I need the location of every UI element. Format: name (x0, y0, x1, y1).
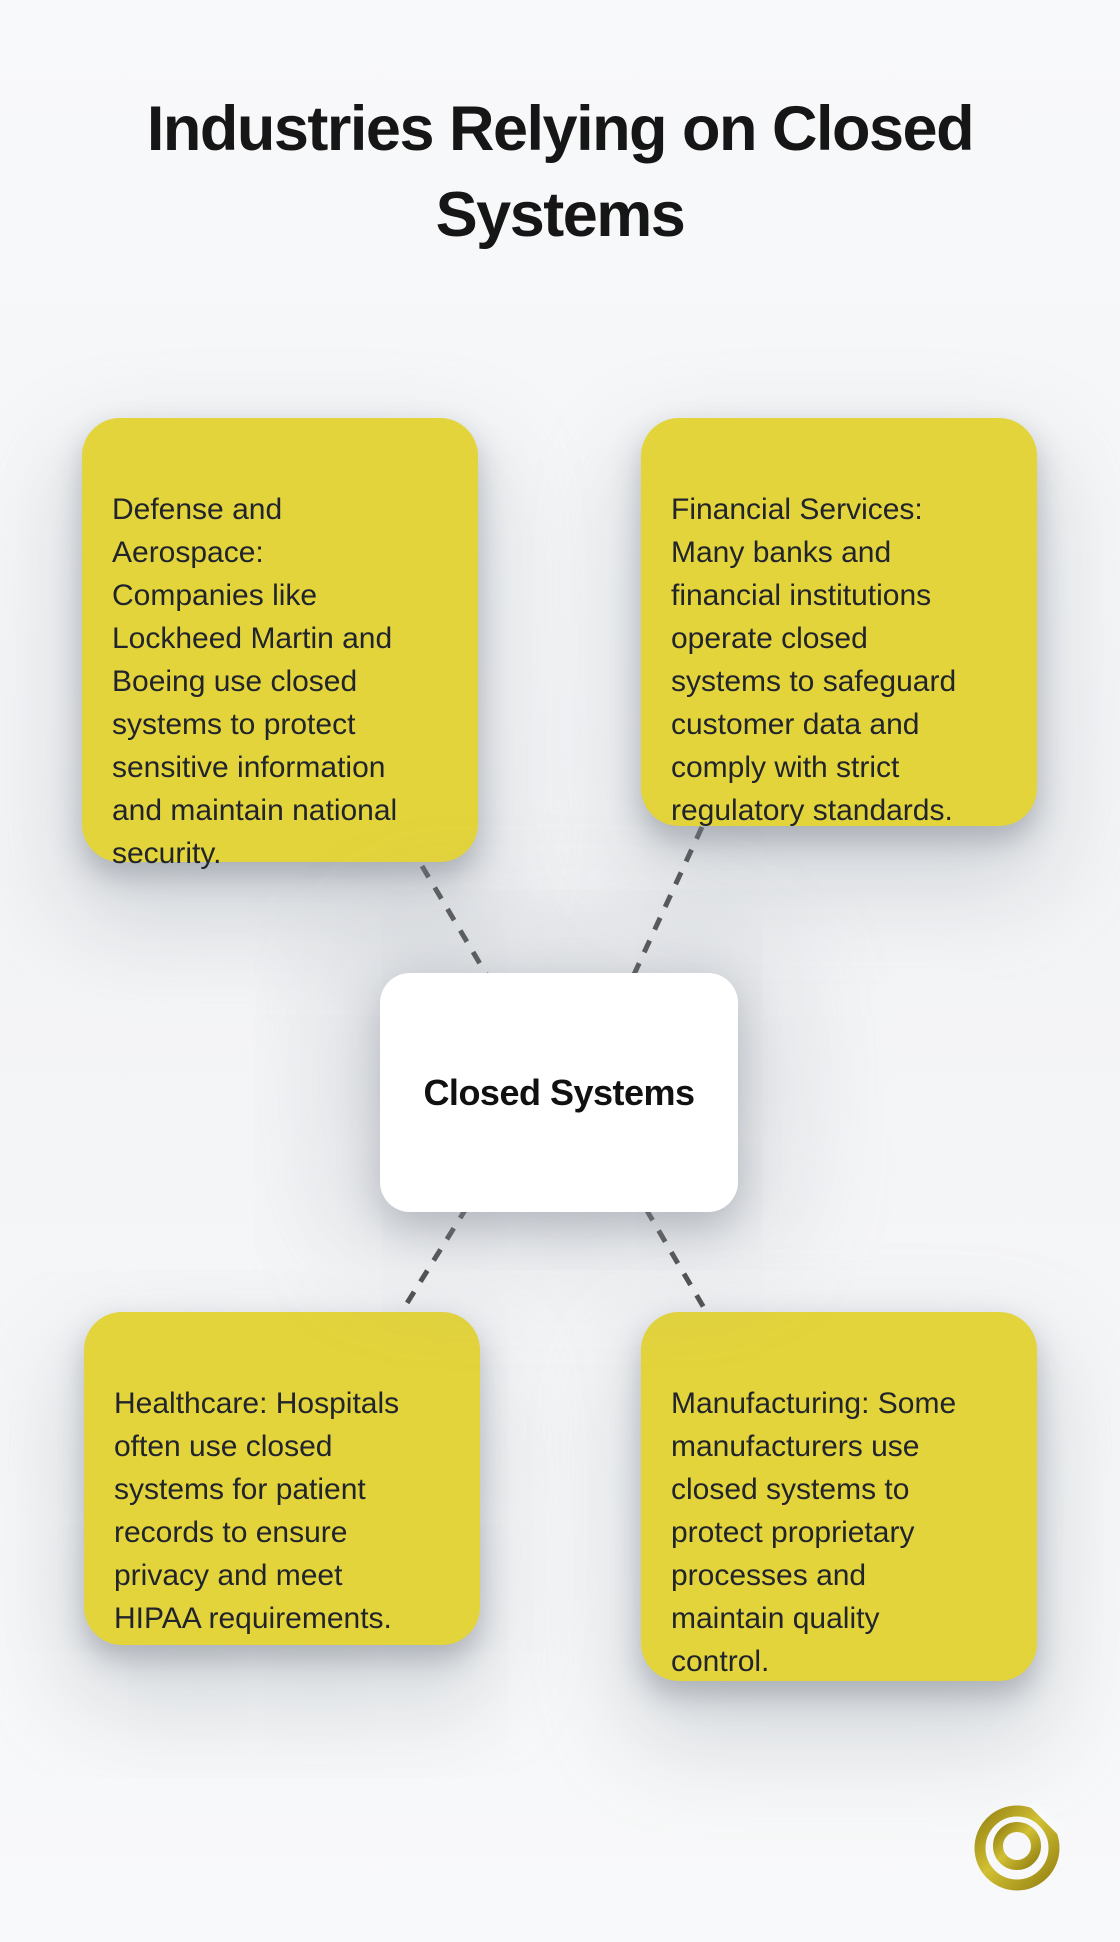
topic-box-defense-aerospace-text: Defense and Aerospace: Companies like Lo… (112, 493, 398, 870)
page-title: Industries Relying on Closed Systems (146, 94, 975, 250)
topic-box-financial-services-text: Financial Services: Many banks and finan… (671, 493, 957, 827)
topic-box-healthcare: Healthcare: Hospitals often use closed s… (84, 1312, 480, 1645)
center-node-label: Closed Systems (423, 1071, 695, 1113)
topic-box-defense-aerospace: Defense and Aerospace: Companies like Lo… (82, 418, 478, 870)
center-node: Closed Systems (380, 973, 738, 1212)
topic-box-healthcare-text: Healthcare: Hospitals often use closed s… (114, 1387, 400, 1635)
topic-box-financial-services: Financial Services: Many banks and finan… (641, 418, 1037, 827)
topic-box-manufacturing: Manufacturing: Some manufacturers use cl… (641, 1312, 1037, 1681)
connector-bottom-right (643, 1207, 710, 1315)
logo-ring-cut (1029, 1800, 1065, 1838)
q-monogram-logo-icon (974, 1800, 1065, 1891)
connector-top-right (628, 825, 705, 983)
topic-box-manufacturing-text: Manufacturing: Some manufacturers use cl… (671, 1387, 957, 1678)
logo-outer-ring (974, 1805, 1060, 1891)
connector-top-left (419, 864, 495, 986)
connector-bottom-left (396, 1205, 470, 1318)
